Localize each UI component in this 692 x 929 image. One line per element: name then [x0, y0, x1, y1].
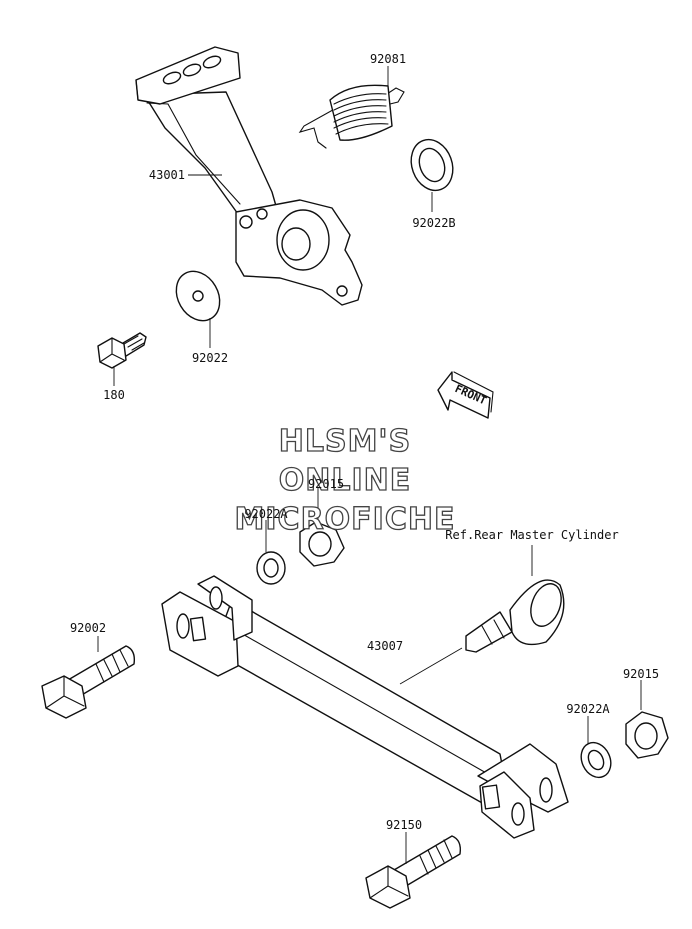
part-label-92022A-upper: 92022A [244, 507, 288, 521]
washer-92022A-upper [256, 551, 286, 585]
part-label-92002: 92002 [70, 621, 106, 635]
part-label-43001: 43001 [149, 168, 185, 182]
bolt-180 [97, 332, 147, 369]
watermark-line-2: ONLINE [279, 463, 412, 498]
part-label-43007: 43007 [367, 639, 403, 653]
part-label-92022B: 92022B [412, 216, 455, 230]
leader-lines [97, 66, 642, 864]
bolt-92002 [41, 645, 136, 719]
brake-pedal-43001 [135, 46, 363, 306]
nut-92015-upper [299, 521, 345, 567]
watermark-line-1: HLSM'S [279, 424, 411, 459]
reference-note: Ref.Rear Master Cylinder [445, 528, 618, 542]
bolt-92150 [365, 835, 462, 909]
part-label-92015-upper: 92015 [308, 477, 344, 491]
watermark: HLSM'S ONLINE MICROFICHE [234, 423, 456, 537]
brake-rod-43007 [161, 575, 569, 839]
return-spring-92081 [298, 84, 405, 149]
watermark-line-3: MICROFICHE [235, 502, 456, 537]
part-labels: 92081 43001 92022B 92022 180 92015 92022… [70, 52, 659, 832]
part-label-92015-lower: 92015 [623, 667, 659, 681]
washer-92022B [410, 138, 454, 192]
part-label-92150: 92150 [386, 818, 422, 832]
washer-92022 [175, 270, 221, 322]
washer-92022A-lower [580, 741, 612, 779]
part-label-92022A-lower: 92022A [566, 702, 610, 716]
master-cylinder-pushrod [465, 579, 565, 653]
part-label-92081: 92081 [370, 52, 406, 66]
front-direction-arrow: FRONT [437, 371, 494, 419]
nut-92015-lower [625, 711, 669, 759]
part-label-92022: 92022 [192, 351, 228, 365]
part-label-180: 180 [103, 388, 125, 402]
